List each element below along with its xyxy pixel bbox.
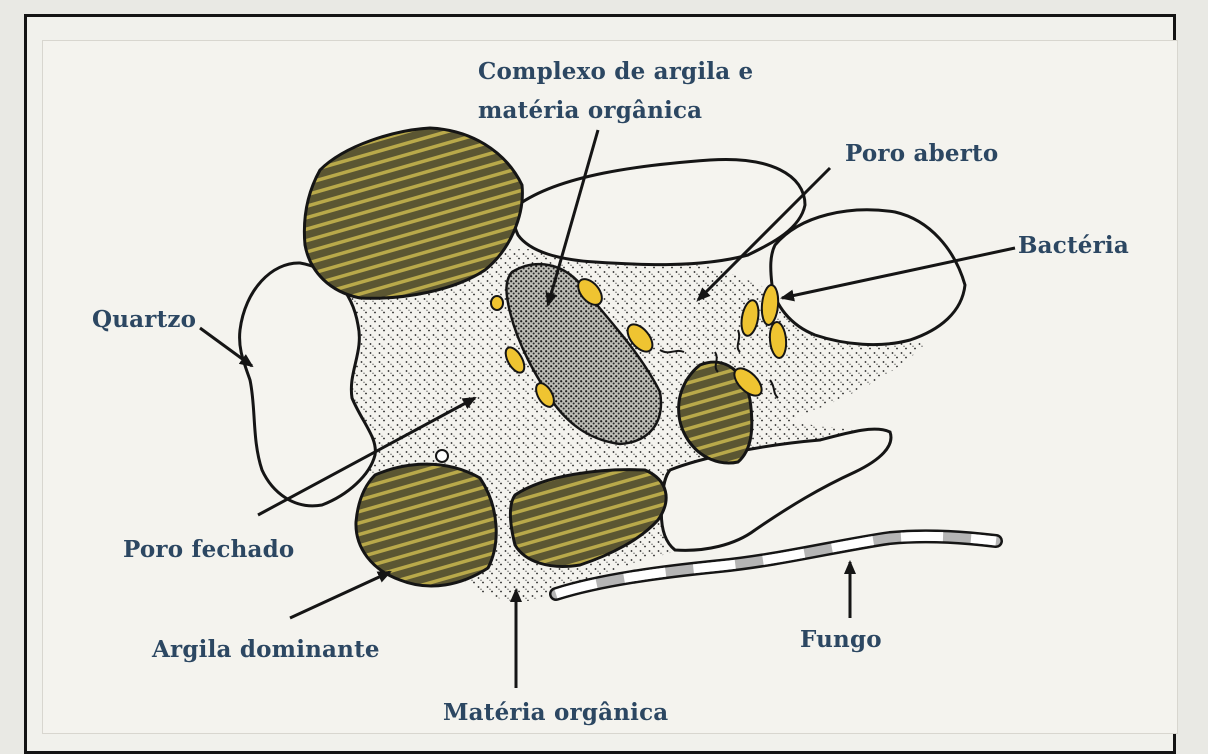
label-complexo-line1: Complexo de argila e	[478, 58, 753, 86]
arrow-argila-dominante	[290, 572, 390, 618]
clay-particle	[356, 464, 496, 586]
label-poro-fechado: Poro fechado	[123, 536, 294, 564]
label-complexo-line2: matéria orgânica	[478, 97, 702, 125]
label-bacteria: Bactéria	[1018, 232, 1129, 260]
label-materia-organica: Matéria orgânica	[443, 699, 668, 727]
bacteria-side-grain	[771, 210, 965, 345]
small-pore	[436, 450, 448, 462]
label-quartzo: Quartzo	[92, 306, 196, 334]
label-argila-dominante: Argila dominante	[152, 636, 380, 664]
open-pore-grain	[514, 159, 806, 264]
label-poro-aberto: Poro aberto	[845, 140, 998, 168]
label-fungo: Fungo	[800, 626, 882, 654]
